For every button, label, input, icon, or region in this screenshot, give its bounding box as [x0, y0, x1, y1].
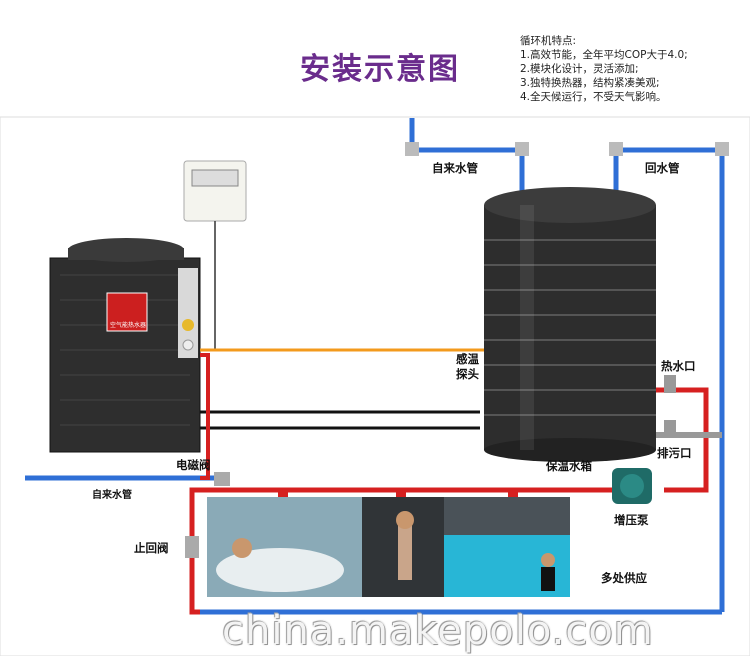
- feature-item: 4.全天候运行，不受天气影响。: [520, 91, 667, 103]
- label-check-valve: 止回阀: [134, 541, 169, 555]
- solenoid-valve: [214, 472, 230, 486]
- controller-display: [191, 169, 239, 187]
- tank-top: [484, 187, 656, 223]
- check-valve: [185, 536, 199, 558]
- pipe-joint: [515, 142, 529, 156]
- gauge-icon: [182, 319, 194, 331]
- diagram-frame: [0, 116, 750, 656]
- pipe-joint: [609, 142, 623, 156]
- label-drain-outlet: 排污口: [657, 446, 692, 460]
- tap-water-pipe-top: [409, 118, 525, 196]
- pipe-joint: [405, 142, 419, 156]
- label-multi-supply: 多处供应: [601, 571, 647, 585]
- label-solenoid-valve: 电磁阀: [176, 458, 211, 472]
- label-tap-water-top: 自来水管: [432, 161, 478, 175]
- hot-water-valve: [664, 375, 676, 393]
- label-booster-pump: 增压泵: [614, 513, 649, 527]
- label-temp-sensor: 感温探头: [456, 352, 479, 381]
- red-pipe-unit: [200, 353, 210, 480]
- feature-item: 2.模块化设计，灵活添加;: [520, 63, 639, 75]
- brand-badge: [106, 292, 148, 332]
- pipe-joint: [715, 142, 729, 156]
- feature-item: 3.独特换热器，结构紧凑美观;: [520, 77, 660, 89]
- label-return-water: 回水管: [645, 161, 680, 175]
- label-hot-water-outlet: 热水口: [661, 359, 696, 373]
- return-water-pipe: [613, 147, 725, 612]
- page-title: 安装示意图: [300, 52, 460, 87]
- watermark: china.makepolo.com: [222, 608, 654, 654]
- label-insulated-tank: 保温水箱: [546, 459, 592, 473]
- insulated-tank: [484, 205, 656, 450]
- unit-badge-label: 空气能热水器: [110, 322, 147, 329]
- valve-icon: [182, 339, 194, 351]
- features-box: 循环机特点: 1.高效节能，全年平均COP大于4.0; 2.模块化设计，灵活添加…: [520, 34, 688, 104]
- side-panel: [178, 268, 198, 358]
- drain-valve: [664, 420, 676, 438]
- heat-pump-unit: [49, 257, 201, 453]
- hot-water-pipe: [656, 387, 709, 493]
- label-tap-water-left: 自来水管: [92, 490, 132, 501]
- features-heading: 循环机特点:: [520, 35, 577, 47]
- feature-item: 1.高效节能，全年平均COP大于4.0;: [520, 49, 688, 61]
